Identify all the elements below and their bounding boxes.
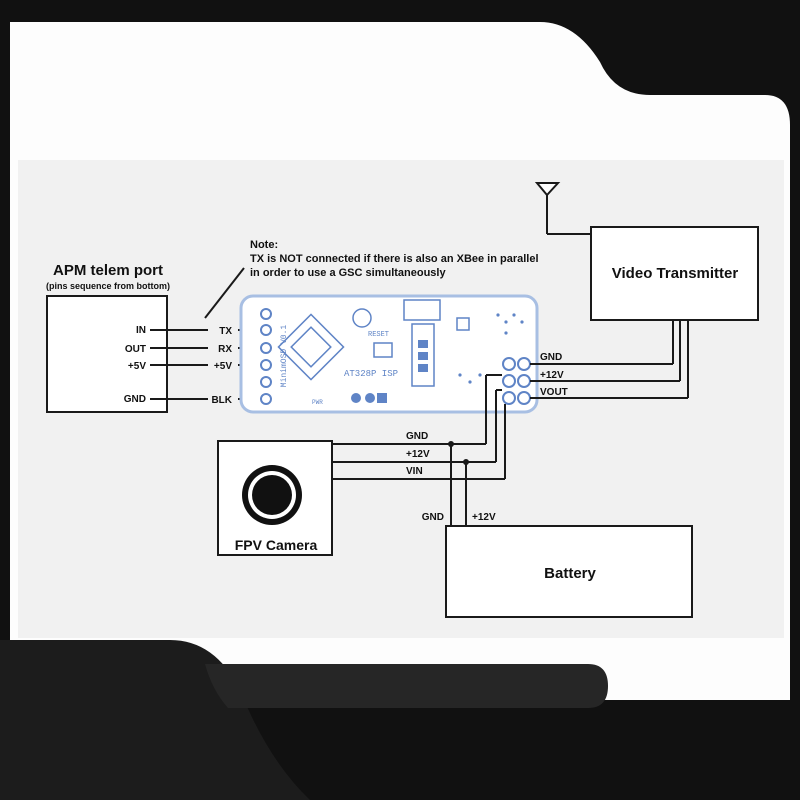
osd-left-header-pins [260, 308, 272, 405]
camera-pin-vin: VIN [406, 466, 423, 477]
osd-video-ic [411, 323, 435, 387]
video-transmitter-box [590, 226, 759, 321]
camera-pin-12v: +12V [406, 449, 430, 460]
osd-chip-inner [290, 326, 332, 368]
osd-led [456, 317, 470, 331]
apm-box [46, 295, 168, 413]
board-pwr-label: PWR [312, 399, 323, 406]
board-silk-title: MinimOSD V0.1 [280, 325, 289, 388]
osd-left-labels [208, 322, 238, 405]
minimosd-board [239, 294, 539, 414]
camera-lens-icon [242, 465, 302, 525]
apm-pin-gnd: GND [124, 394, 146, 405]
bottom-dark-bar [205, 664, 608, 708]
vtx-pin-12v: +12V [540, 370, 564, 381]
video-transmitter-title: Video Transmitter [612, 265, 739, 282]
osd-pin-blk: BLK [211, 395, 232, 406]
fpv-camera-title: FPV Camera [235, 537, 318, 553]
osd-right-header-pins [502, 357, 531, 405]
board-chip-label: AT328P ISP [344, 369, 398, 379]
osd-capacitor [373, 342, 393, 358]
note-line-2: in order to use a GSC simultaneously [250, 267, 446, 279]
osd-pin-5v: +5V [214, 361, 232, 372]
note-line-1: TX is NOT connected if there is also an … [250, 253, 539, 265]
vtx-pin-gnd: GND [540, 352, 562, 363]
osd-crystal [352, 308, 372, 328]
osd-regulator [403, 299, 441, 321]
battery-wires [450, 444, 467, 526]
osd-chip-outline [277, 313, 345, 381]
osd-isp-pads [351, 393, 387, 403]
osd-jumper-pads [418, 340, 428, 372]
battery-box [445, 525, 693, 618]
board-reset-label: RESET [368, 331, 389, 339]
note-pointer-line [204, 267, 245, 319]
battery-pin-12v: +12V [472, 512, 496, 523]
battery-pin-gnd: GND [422, 512, 444, 523]
osd-pin-rx: RX [218, 344, 232, 355]
apm-subtitle: (pins sequence from bottom) [46, 281, 170, 291]
vtx-pin-vout: VOUT [540, 387, 568, 398]
apm-pin-out: OUT [125, 344, 146, 355]
apm-pin-5v: +5V [128, 361, 146, 372]
antenna-icon [534, 182, 591, 235]
battery-title: Battery [544, 565, 596, 582]
junction-dots [448, 441, 469, 465]
apm-title: APM telem port [53, 262, 163, 279]
osd-to-vtx-wires [530, 320, 689, 399]
note-heading: Note: [250, 239, 278, 251]
osd-vias [458, 313, 524, 384]
osd-pin-tx: TX [219, 326, 232, 337]
camera-pin-gnd: GND [406, 431, 428, 442]
apm-pin-in: IN [136, 325, 146, 336]
